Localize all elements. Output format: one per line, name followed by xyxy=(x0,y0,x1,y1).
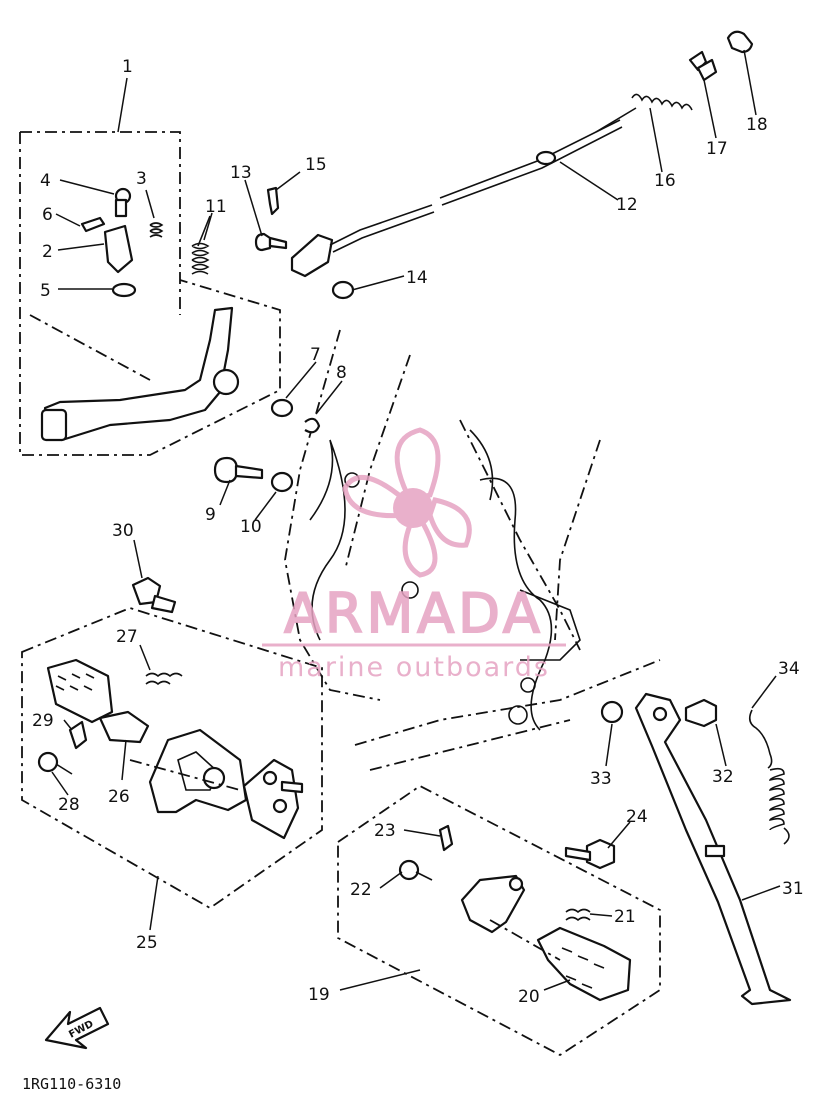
part-label-31: 31 xyxy=(782,879,804,899)
frame-outline xyxy=(284,329,661,771)
part-label-12: 12 xyxy=(616,195,638,215)
part-label-24: 24 xyxy=(626,807,648,827)
cable-assembly xyxy=(254,30,754,300)
part-labels: 1 2 3 4 5 6 7 8 9 10 11 12 13 14 15 16 1… xyxy=(32,57,804,1007)
part-label-5: 5 xyxy=(40,281,51,301)
part-label-1: 1 xyxy=(122,57,133,77)
part-label-29: 29 xyxy=(32,711,54,731)
part-label-33: 33 xyxy=(590,769,612,789)
propeller-logo xyxy=(342,427,472,578)
part-label-25: 25 xyxy=(136,933,158,953)
part-label-3: 3 xyxy=(136,169,147,189)
left-footrest-group xyxy=(21,576,323,910)
part-label-15: 15 xyxy=(305,155,327,175)
part-label-22: 22 xyxy=(350,880,372,900)
leader-lines xyxy=(51,49,781,991)
part-label-9: 9 xyxy=(205,505,216,525)
part-label-34: 34 xyxy=(778,659,800,679)
pedal-tip xyxy=(103,224,134,274)
fwd-arrow: FWD xyxy=(44,1006,110,1050)
part-label-7: 7 xyxy=(310,345,321,365)
part-label-13: 13 xyxy=(230,163,252,183)
part-label-19: 19 xyxy=(308,985,330,1005)
part-label-28: 28 xyxy=(58,795,80,815)
part-label-18: 18 xyxy=(746,115,768,135)
part-label-26: 26 xyxy=(108,787,130,807)
part-label-27: 27 xyxy=(116,627,138,647)
right-footrest-group xyxy=(337,784,661,1057)
part-label-30: 30 xyxy=(112,521,134,541)
document-code: 1RG110-6310 xyxy=(22,1075,121,1093)
part-label-16: 16 xyxy=(654,171,676,191)
part-label-8: 8 xyxy=(336,363,347,383)
part-label-11: 11 xyxy=(205,197,227,217)
part-label-23: 23 xyxy=(374,821,396,841)
watermark-brand: ARMADA xyxy=(284,582,544,645)
armada-watermark: ARMADA marine outboards xyxy=(262,427,566,683)
part-label-2: 2 xyxy=(42,242,53,262)
side-stand xyxy=(600,692,792,1006)
part-label-4: 4 xyxy=(40,171,51,191)
part-label-14: 14 xyxy=(406,268,428,288)
part-label-6: 6 xyxy=(42,205,53,225)
part-label-17: 17 xyxy=(706,139,728,159)
part-label-32: 32 xyxy=(712,767,734,787)
part-label-20: 20 xyxy=(518,987,540,1007)
part-label-10: 10 xyxy=(240,517,262,537)
shift-pedal-group xyxy=(19,131,321,493)
part-label-21: 21 xyxy=(614,907,636,927)
watermark-tagline: marine outboards xyxy=(278,652,550,683)
